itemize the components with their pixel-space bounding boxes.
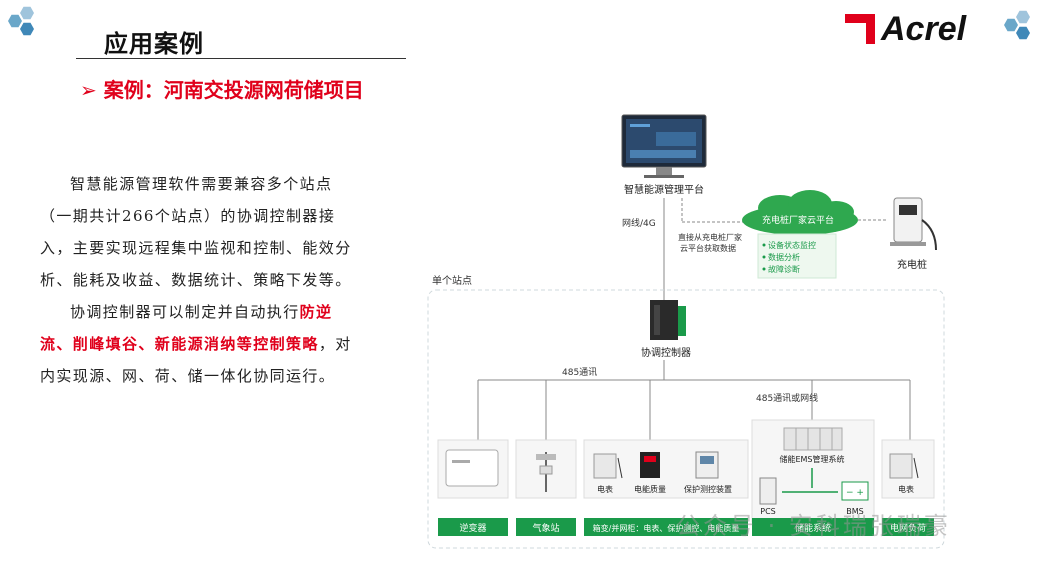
controller-icon [650, 300, 686, 340]
charging-pile-icon [890, 197, 937, 251]
svg-text:− +: − + [846, 488, 864, 498]
category-label: 箱变/并网柜：电表、保护测控、电能质量 [593, 523, 740, 533]
meter2-label: 电表 [898, 484, 914, 494]
meter-label: 电表 [597, 484, 613, 494]
acrel-logo-text: Acrel [881, 9, 967, 48]
protection-device-icon [695, 451, 719, 479]
category-label: 储能系统 [795, 522, 831, 534]
watermark: 公众号 · 安科瑞张瑞豪 [676, 512, 951, 540]
power-quality-icon [640, 452, 660, 478]
power-quality-label: 电能质量 [634, 484, 666, 494]
category-label: 逆变器 [459, 522, 486, 534]
pcs-icon [759, 477, 777, 505]
description-text: 智慧能源管理软件需要兼容多个站点（一期共计266个站点）的协调控制器接入，主要实… [40, 168, 358, 392]
cloud-icon [742, 190, 858, 235]
acrel-logo: Acrel [845, 9, 967, 48]
meter-icon [889, 453, 919, 479]
paragraph-1: 智慧能源管理软件需要兼容多个站点（一期共计266个站点）的协调控制器接入，主要实… [40, 175, 352, 289]
category-bar [752, 518, 874, 536]
cloud-feature: 数据分析 [768, 252, 800, 262]
cloud-feature: 故障诊断 [768, 264, 800, 274]
storage-cabinet-icon [783, 427, 843, 451]
monitor-icon [621, 114, 707, 178]
bus-label-2: 485通讯或网线 [756, 392, 818, 404]
title-underline [76, 58, 406, 59]
hex-decoration [1016, 10, 1030, 24]
pcs-label: PCS [760, 507, 776, 516]
category-bar [584, 518, 748, 536]
hex-decoration [1016, 26, 1030, 40]
hex-decoration [8, 14, 22, 28]
bus-label: 485通讯 [562, 367, 597, 378]
inverter-icon [445, 449, 499, 487]
cloud-note-line: 云平台获取数据 [680, 243, 736, 253]
protection-label: 保护测控装置 [684, 484, 732, 494]
category-label: 气象站 [532, 522, 559, 534]
cloud-note-line: 直接从充电桩厂家 [678, 232, 742, 242]
hex-decoration [20, 6, 34, 20]
ems-label: 储能EMS管理系统 [779, 454, 844, 464]
category-bar [882, 518, 934, 536]
paragraph-2: 协调控制器可以制定并自动执行防逆流、削峰填谷、新能源消纳等控制策略，对内实现源、… [40, 303, 352, 385]
platform-label: 智慧能源管理平台 [624, 183, 704, 196]
battery-icon: − + [841, 481, 869, 501]
weather-station-icon [536, 452, 556, 492]
charger-label: 充电桩 [897, 258, 927, 271]
page-title: 应用案例 [104, 30, 204, 58]
category-label: 电网负荷 [890, 522, 926, 534]
category-bar [516, 518, 576, 536]
cloud-label: 充电桩厂家云平台 [762, 214, 834, 226]
category-bar [438, 518, 508, 536]
hex-decoration [1004, 18, 1018, 32]
site-label: 单个站点 [432, 274, 472, 287]
case-title-text: 案例：河南交投源网荷储项目 [103, 78, 364, 102]
case-subtitle: ➢ 案例：河南交投源网荷储项目 [80, 74, 364, 103]
arrow-bullet-icon: ➢ [80, 78, 97, 102]
cloud-feature: 设备状态监控 [768, 240, 816, 250]
bms-label: BMS [846, 507, 863, 516]
controller-label: 协调控制器 [641, 346, 691, 359]
link-label: 网线/4G [622, 217, 656, 229]
hex-decoration [20, 22, 34, 36]
strategy-highlight: 防逆流、削峰填谷、新能源消纳等控制策略 [40, 303, 333, 353]
meter-icon [593, 453, 623, 479]
